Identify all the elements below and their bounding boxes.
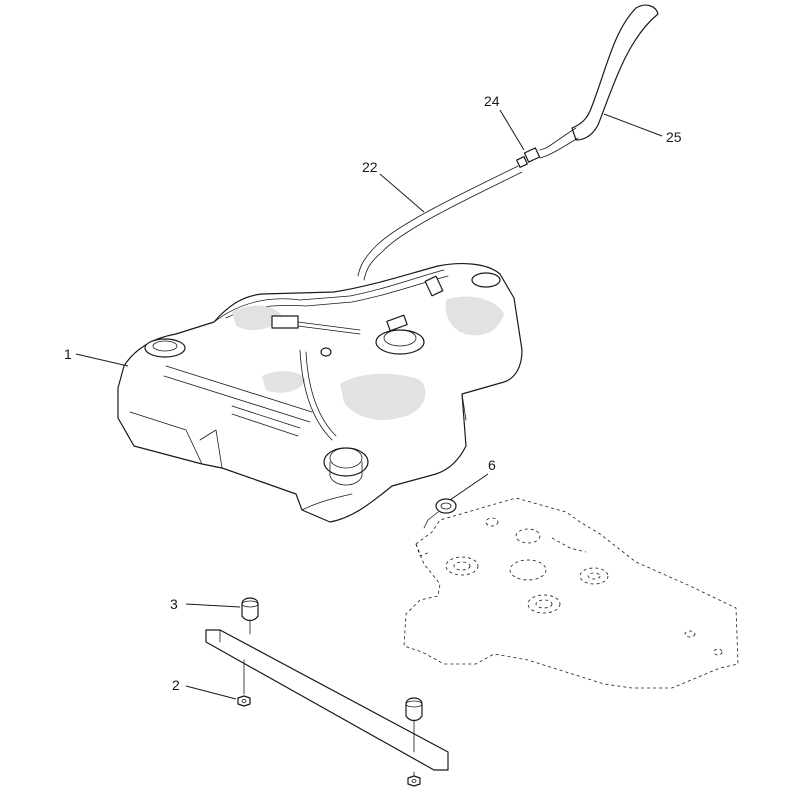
leader-lines	[75, 109, 663, 700]
callout-25: 25	[666, 129, 682, 145]
vent-hose-25	[539, 4, 659, 159]
bumper-lower	[405, 697, 423, 753]
leader-25	[603, 113, 663, 137]
callout-3: 3	[170, 596, 178, 612]
leader-24	[499, 109, 525, 151]
mounting-plate	[403, 497, 739, 689]
leader-6	[449, 473, 489, 501]
fuel-line-22	[357, 165, 523, 281]
leader-2	[185, 685, 237, 700]
nut-lower	[407, 771, 421, 787]
leader-22	[379, 173, 425, 213]
callout-24: 24	[484, 93, 500, 109]
leader-1	[75, 353, 129, 367]
grommet-6	[423, 498, 457, 529]
strap-bracket	[205, 629, 449, 771]
nut-2	[237, 659, 251, 707]
callout-6: 6	[488, 457, 496, 473]
callout-1: 1	[64, 346, 72, 362]
bumper-3	[241, 597, 259, 635]
callout-22: 22	[362, 159, 378, 175]
leader-3	[185, 603, 241, 608]
fuel-tank-1	[117, 263, 523, 523]
callout-2: 2	[172, 677, 180, 693]
fitting-24	[516, 147, 541, 168]
